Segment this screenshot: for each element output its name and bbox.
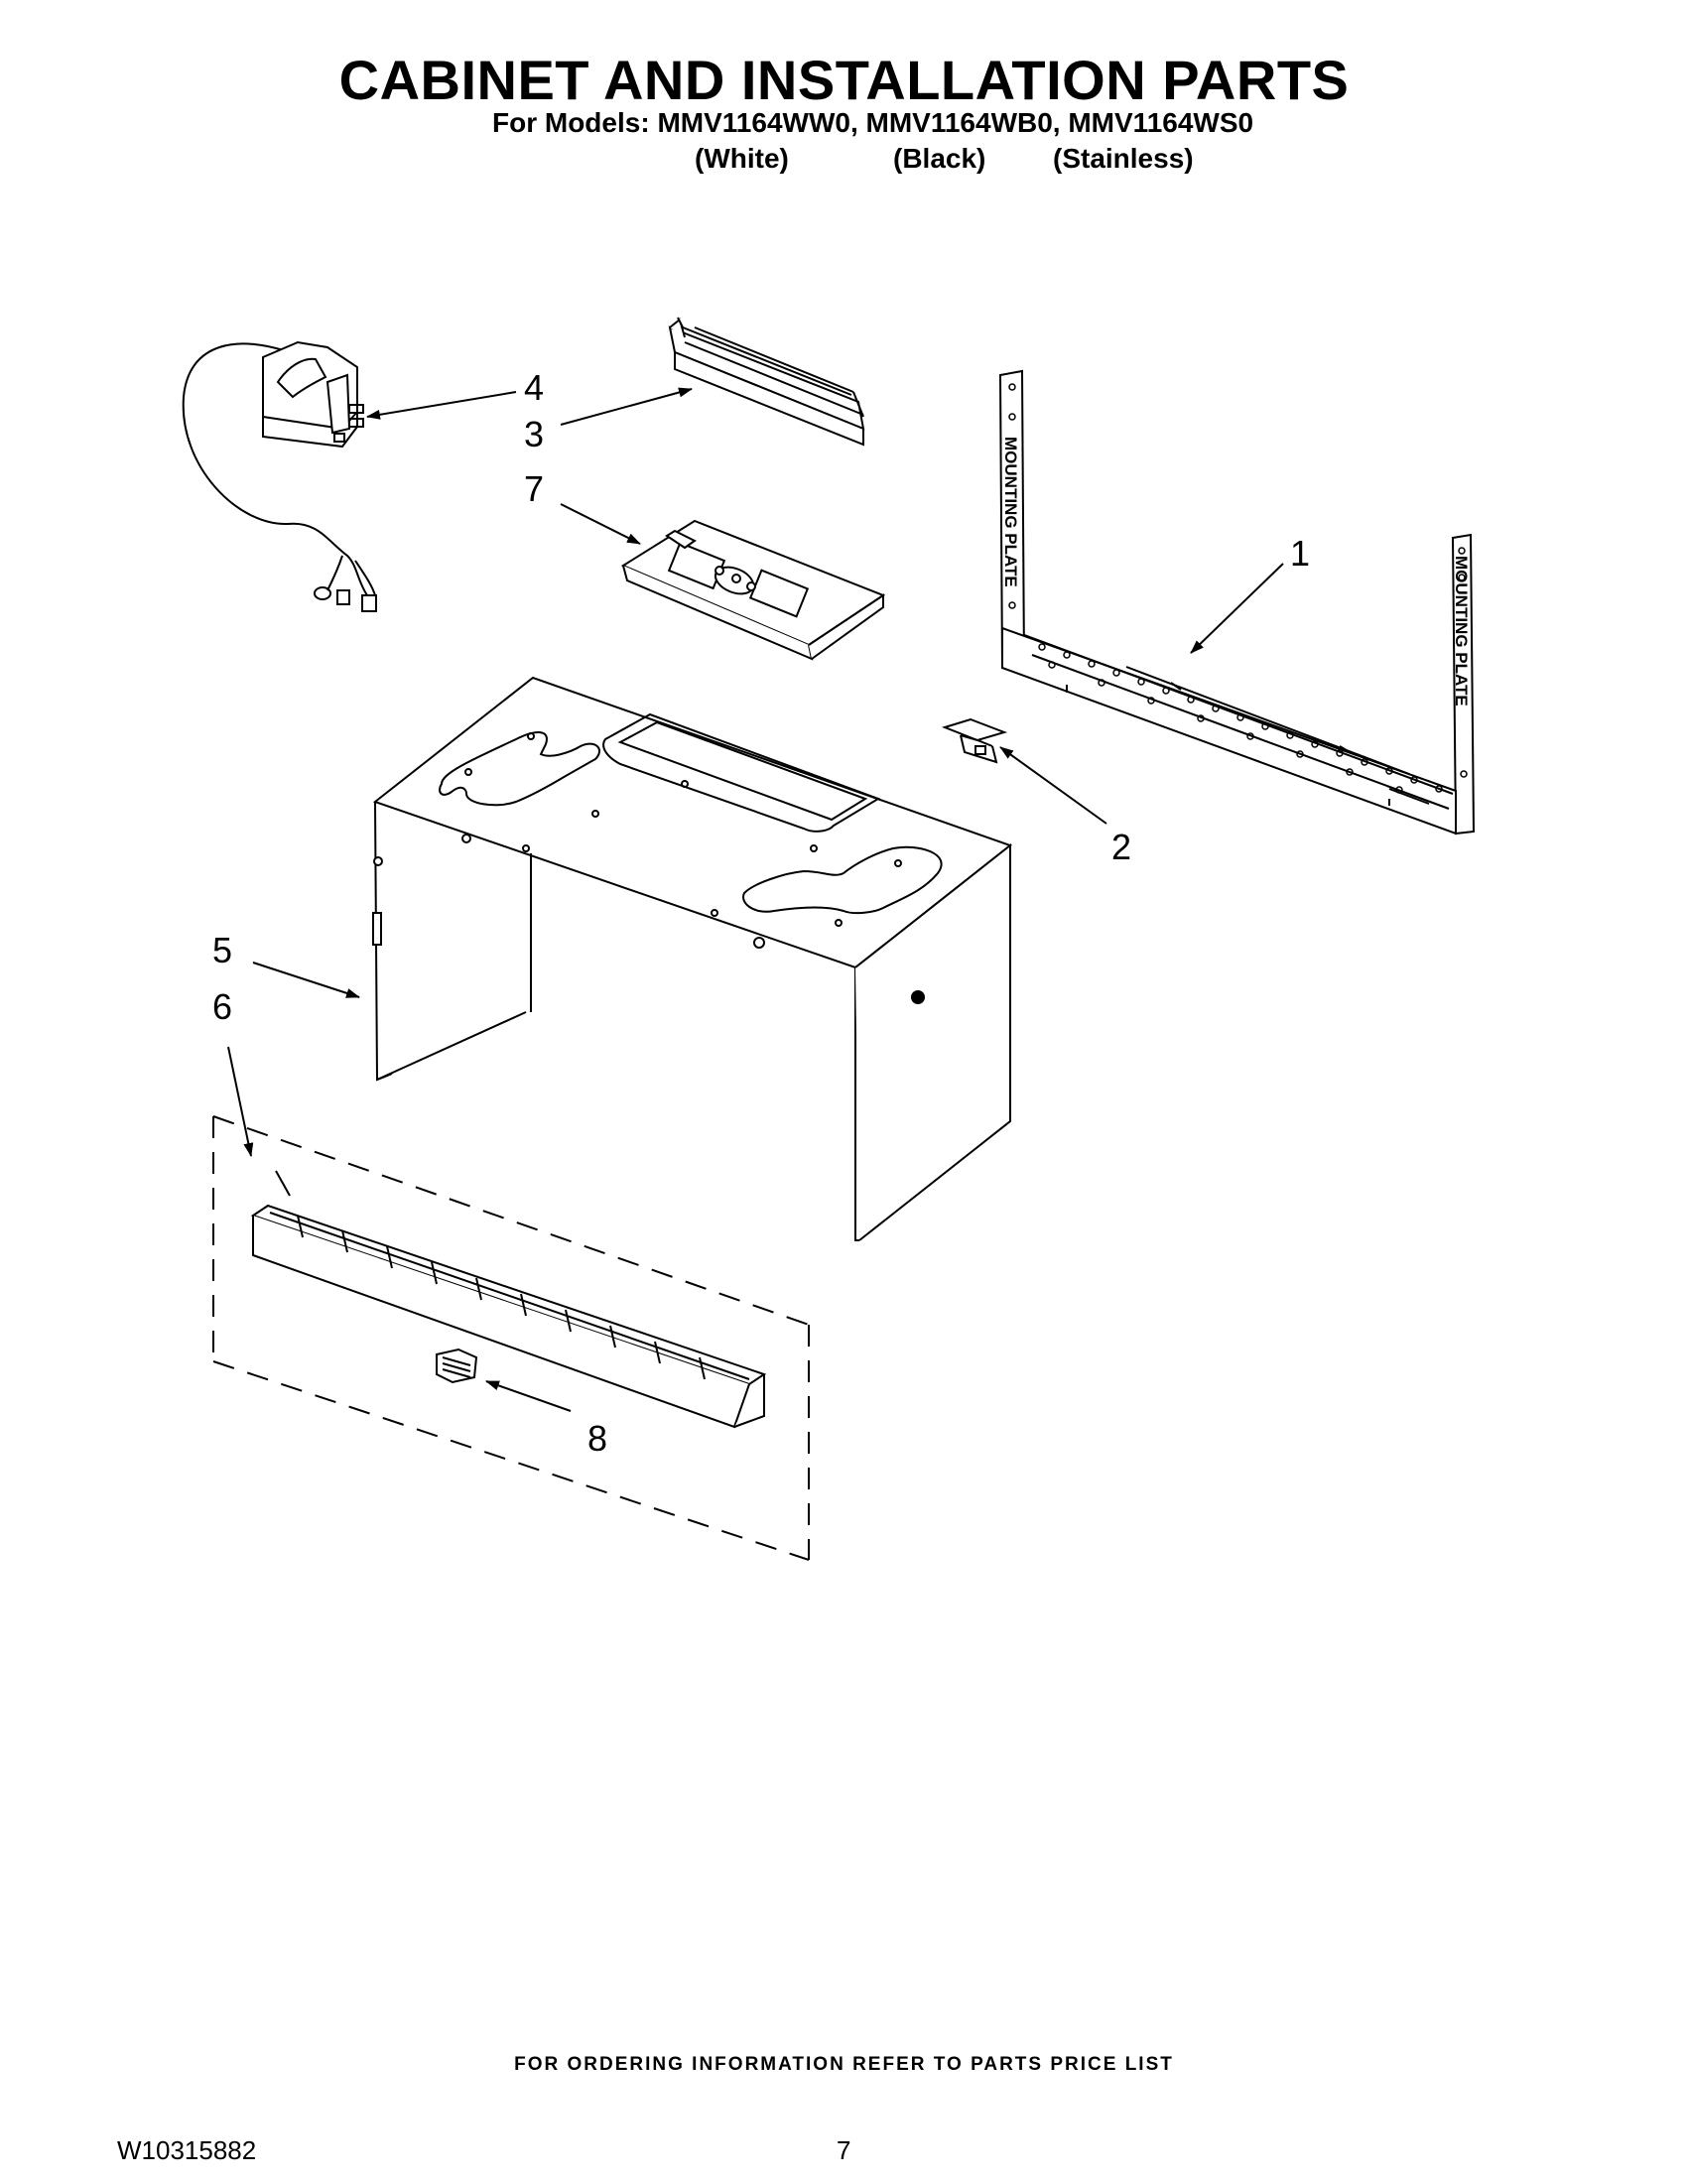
vent-grille-part <box>250 1170 767 1429</box>
ordering-note: FOR ORDERING INFORMATION REFER TO PARTS … <box>514 2054 1174 2075</box>
cabinet-embossing <box>439 712 943 949</box>
document-number: W10315882 <box>117 2135 257 2165</box>
cabinet-wrapper-part <box>372 676 1013 1241</box>
control-bracket-part <box>620 519 886 661</box>
callout-3: 3 <box>524 414 544 454</box>
models-line: For Models: MMV1164WW0, MMV1164WB0, MMV1… <box>492 107 1254 138</box>
color-label-white: (White) <box>695 143 789 174</box>
callout-7: 7 <box>524 468 544 509</box>
callout-8: 8 <box>587 1418 607 1459</box>
callout-1: 1 <box>1290 533 1310 574</box>
callout-6: 6 <box>212 986 232 1027</box>
page-number: 7 <box>837 2135 851 2165</box>
top-vent-cover-part <box>668 317 865 447</box>
callout-leaders <box>227 387 1284 1412</box>
button-part <box>436 1348 478 1384</box>
power-cord-part <box>182 340 377 612</box>
mounting-plate-label-right: MOUNTING PLATE <box>1452 556 1471 707</box>
color-label-black: (Black) <box>893 143 986 174</box>
callout-4: 4 <box>524 367 544 408</box>
assembly-dashed-outline <box>212 1115 810 1561</box>
callout-2: 2 <box>1111 827 1131 867</box>
small-bracket-part <box>941 717 1008 764</box>
mounting-plate-part <box>998 369 1476 835</box>
mounting-plate-label-left: MOUNTING PLATE <box>1001 437 1020 587</box>
callout-5: 5 <box>212 930 232 970</box>
page-title: CABINET AND INSTALLATION PARTS <box>338 49 1350 111</box>
color-label-stainless: (Stainless) <box>1053 143 1194 174</box>
mounting-plate-holes <box>1008 383 1468 794</box>
